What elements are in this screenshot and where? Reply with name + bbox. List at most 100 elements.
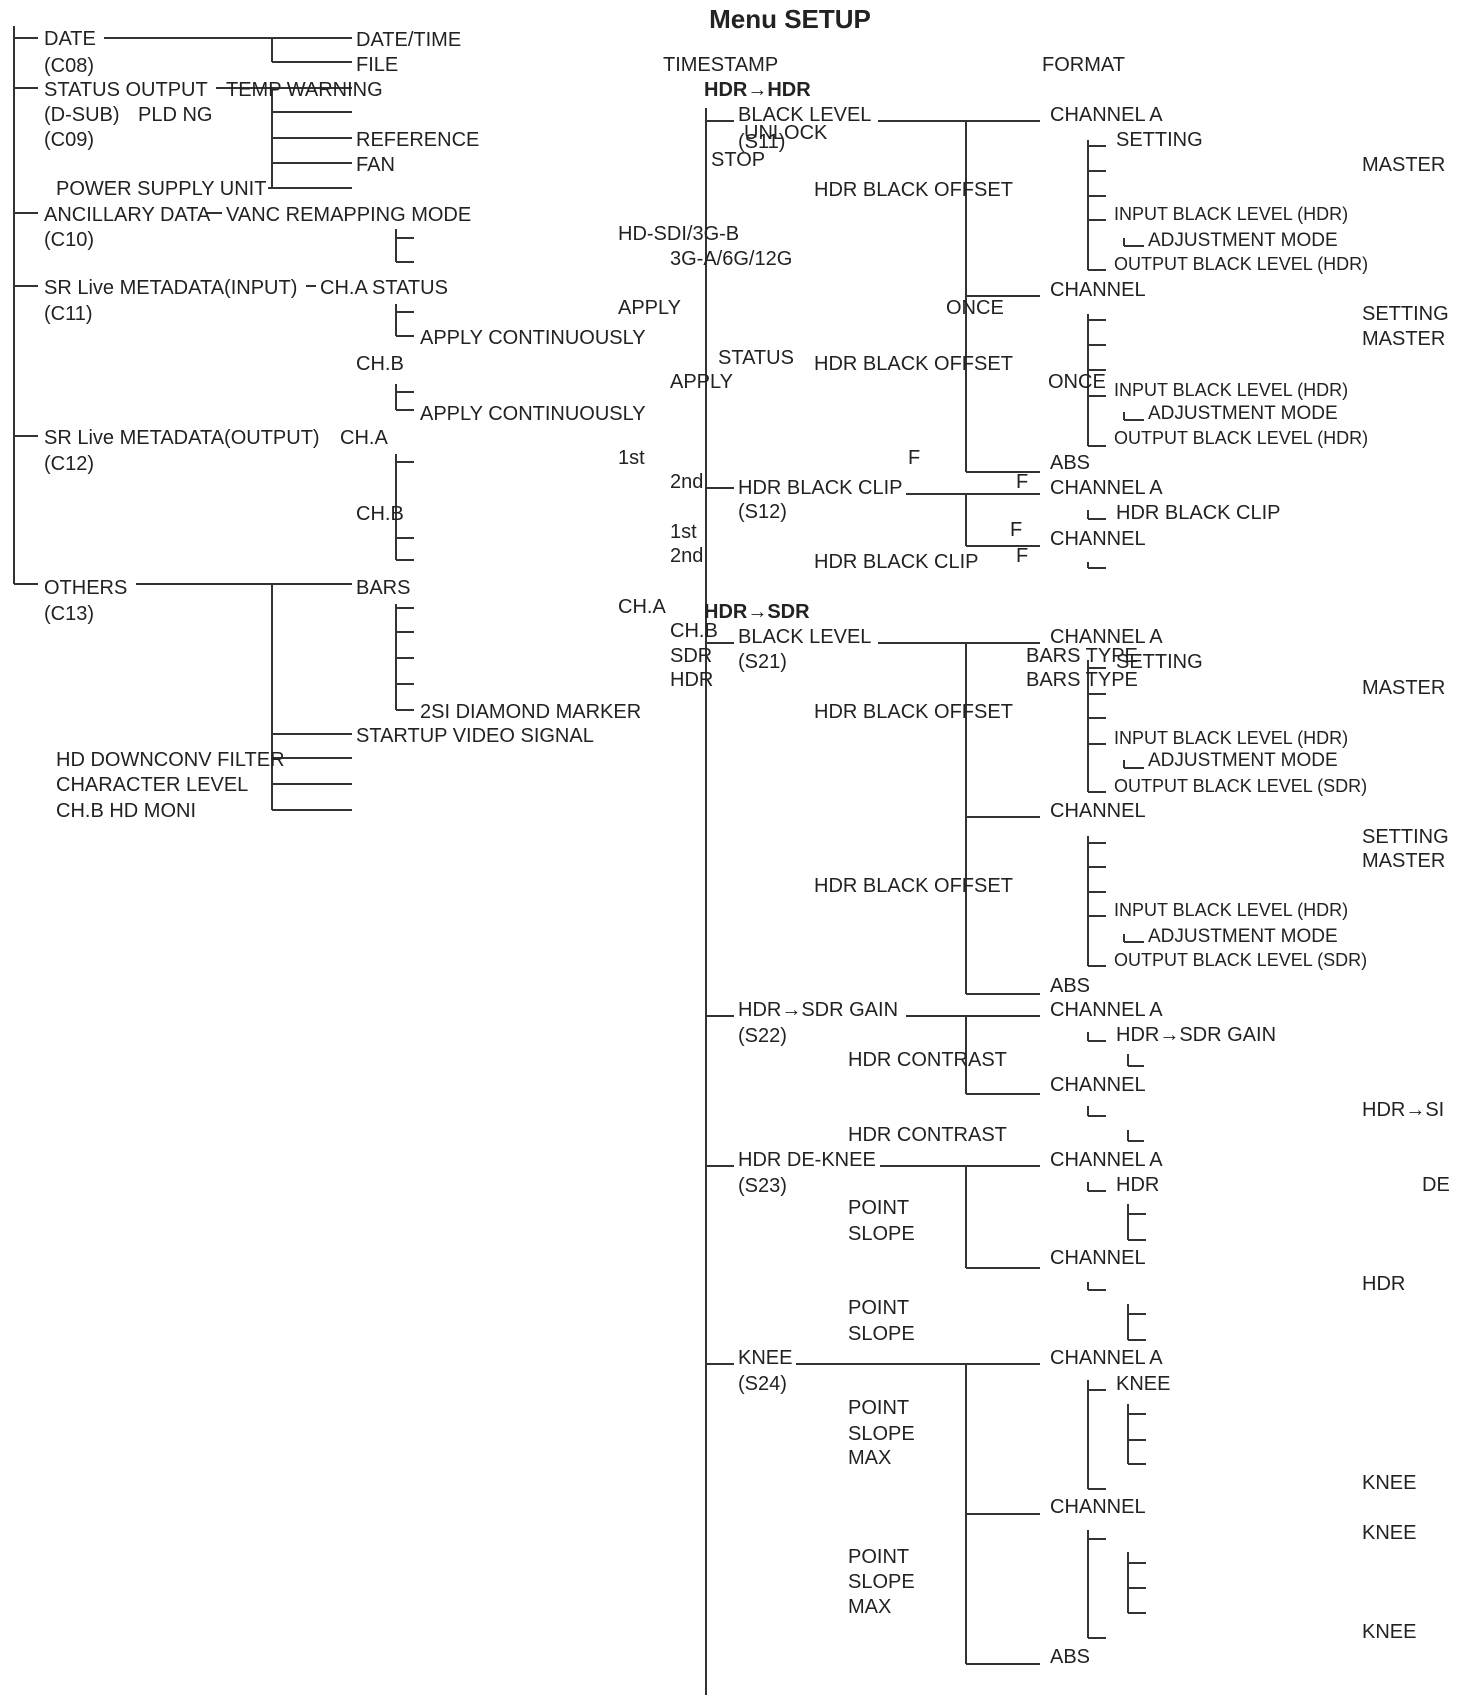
node-label: POINT [848, 1197, 909, 1219]
node-label: ABS [1050, 975, 1090, 997]
node-label: INPUT BLACK LEVEL (HDR) [1114, 204, 1348, 224]
node-label: APPLY [670, 371, 733, 393]
node-label: CH.B HD MONI [56, 800, 196, 822]
node-label: BLACK LEVEL [738, 626, 871, 648]
node-label: BARS [356, 577, 410, 599]
node-label: UNLOCK [744, 122, 828, 144]
node-label: FAN [356, 154, 395, 176]
node-label: 2SI DIAMOND MARKER [420, 701, 641, 723]
node-label: SETTING [1116, 651, 1203, 673]
node-label: (S12) [738, 501, 787, 523]
node-label: SR Live METADATA(OUTPUT) [44, 427, 320, 449]
node-label: SLOPE [848, 1323, 915, 1345]
node-label: F [1016, 471, 1028, 493]
node-label: CH.A [320, 277, 368, 299]
node-label: STARTUP VIDEO SIGNAL [356, 725, 594, 747]
node-label: INPUT BLACK LEVEL (HDR) [1114, 728, 1348, 748]
node-label: DATE [44, 28, 96, 50]
node-label: CH.B [670, 620, 718, 642]
node-label: SDR [670, 645, 712, 667]
node-label: VANC REMAPPING MODE [226, 204, 471, 226]
node-label: F [908, 447, 920, 469]
node-label: F [1010, 519, 1022, 541]
node-label: CHANNEL [1050, 528, 1146, 550]
node-label: PLD NG [138, 104, 212, 126]
node-label: F [1016, 545, 1028, 567]
node-label: HDR→SI [1362, 1099, 1444, 1121]
node-label: (C11) [44, 303, 93, 325]
node-label: CHANNEL [1050, 1496, 1146, 1518]
node-label: OUTPUT BLACK LEVEL (HDR) [1114, 428, 1368, 448]
node-label: SETTING [1362, 826, 1449, 848]
node-label: ANCILLARY DATA [44, 204, 211, 226]
node-label: ADJUSTMENT MODE [1148, 403, 1338, 424]
node-label: OTHERS [44, 577, 127, 599]
node-label: (C13) [44, 603, 94, 625]
node-label: MASTER [1362, 328, 1445, 350]
node-label: MAX [848, 1596, 891, 1618]
node-label: ADJUSTMENT MODE [1148, 750, 1338, 771]
node-label: STOP [711, 149, 765, 171]
node-label: (S21) [738, 651, 787, 673]
node-label: HDR [670, 669, 713, 691]
connector-lines [13, 26, 1146, 1695]
node-label: (D-SUB) [44, 104, 120, 126]
node-label: HDR BLACK CLIP [1116, 502, 1281, 524]
node-label: HDR BLACK OFFSET [814, 353, 1013, 375]
node-label: 2nd [670, 545, 703, 567]
node-label: (C08) [44, 55, 94, 77]
node-label: CHANNEL [1050, 1247, 1146, 1269]
node-label: KNEE [738, 1347, 792, 1369]
node-label: (S24) [738, 1373, 787, 1395]
node-label: CHANNEL A [1050, 104, 1163, 126]
node-label: CHANNEL A [1050, 1149, 1163, 1171]
node-label: SR Live METADATA(INPUT) [44, 277, 297, 299]
node-label: SETTING [1116, 129, 1203, 151]
node-label: ABS [1050, 452, 1090, 474]
node-label: CH.B [356, 503, 404, 525]
node-label: CHANNEL A [1050, 477, 1163, 499]
node-label: HDR [1362, 1273, 1405, 1295]
node-label: 3G-A/6G/12G [670, 248, 792, 270]
node-label: MASTER [1362, 154, 1445, 176]
node-label: INPUT BLACK LEVEL (HDR) [1114, 380, 1348, 400]
node-label: FILE [356, 54, 398, 76]
node-label: BARS TYPE [1026, 645, 1138, 667]
node-label: (C10) [44, 229, 94, 251]
node-label: HDR→SDR [704, 601, 810, 623]
node-label: CHANNEL A [1050, 626, 1163, 648]
node-label: SLOPE [848, 1571, 915, 1593]
node-label: TEMP WARNING [226, 79, 383, 101]
node-label: CH.A [618, 596, 666, 618]
node-label: ADJUSTMENT MODE [1148, 230, 1338, 251]
node-label: HDR BLACK OFFSET [814, 875, 1013, 897]
node-label: 1st [670, 521, 697, 543]
diagram-title: Menu SETUP [709, 4, 871, 34]
node-label: MASTER [1362, 850, 1445, 872]
node-label: KNEE [1362, 1621, 1416, 1643]
node-label: DE [1422, 1174, 1450, 1196]
node-label: OUTPUT BLACK LEVEL (SDR) [1114, 776, 1367, 796]
node-label: KNEE [1362, 1472, 1416, 1494]
node-label: APPLY CONTINUOUSLY [420, 327, 646, 349]
node-label: CH.B [356, 353, 404, 375]
node-label: STATUS OUTPUT [44, 79, 208, 101]
node-label: HD-SDI/3G-B [618, 223, 739, 245]
node-label: BLACK LEVEL [738, 104, 871, 126]
node-label: OUTPUT BLACK LEVEL (HDR) [1114, 254, 1368, 274]
node-label: REFERENCE [356, 129, 479, 151]
node-label: OUTPUT BLACK LEVEL (SDR) [1114, 950, 1367, 970]
node-label: HDR CONTRAST [848, 1049, 1007, 1071]
node-label: (S23) [738, 1175, 787, 1197]
node-label: HDR→SDR GAIN [738, 999, 898, 1021]
node-label: 1st [618, 447, 645, 469]
node-label: (C12) [44, 453, 94, 475]
node-label: APPLY CONTINUOUSLY [420, 403, 646, 425]
node-label: POWER SUPPLY UNIT [56, 178, 266, 200]
node-label: HD DOWNCONV FILTER [56, 749, 285, 771]
node-label: ADJUSTMENT MODE [1148, 926, 1338, 947]
node-label: ABS [1050, 1646, 1090, 1668]
node-label: HDR→SDR GAIN [1116, 1024, 1276, 1046]
